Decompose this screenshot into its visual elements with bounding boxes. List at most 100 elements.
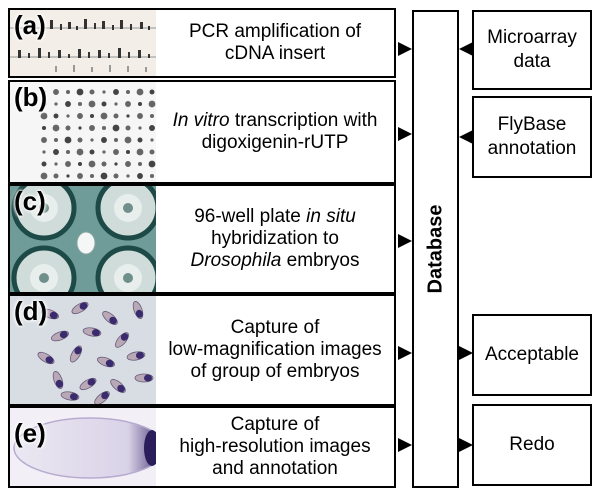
step-b-line-1: In vitro transcription with: [173, 110, 378, 132]
blot-dot: [89, 125, 95, 131]
blot-dot: [137, 173, 143, 179]
blot-dot: [114, 162, 118, 166]
blot-dot: [40, 112, 48, 120]
blot-dot: [77, 137, 83, 143]
blot-dot: [89, 89, 95, 95]
blot-dot: [53, 173, 59, 179]
embryo: [37, 351, 55, 365]
blot-dot: [137, 113, 143, 119]
step-e-line-2: high-resolution images: [179, 436, 371, 457]
step-e-box: (e) Capture of high-resolution images an…: [8, 406, 396, 488]
sequencing-trace-image: (a): [10, 10, 156, 76]
blot-dot: [88, 160, 96, 168]
blot-dot: [76, 148, 84, 156]
step-d-line-2: low-magnification images: [168, 339, 382, 360]
blot-dot: [78, 126, 82, 130]
arrow-d-to-database: [398, 346, 412, 360]
embryo: [126, 351, 146, 361]
blot-dot: [126, 114, 130, 118]
blot-dot: [65, 149, 71, 155]
embryo: [115, 332, 129, 348]
blot-dot: [126, 174, 130, 178]
step-e-letter: (e): [14, 418, 46, 448]
blot-dot: [113, 113, 119, 119]
embryo: [79, 377, 97, 391]
blot-dot: [54, 102, 58, 106]
blot-dot: [136, 148, 144, 156]
blot-dot: [89, 149, 95, 155]
blot-dot: [100, 112, 108, 120]
microarray-data-box: Microarray data: [472, 10, 592, 90]
arrow-database-to-redo: [459, 438, 473, 452]
step-e-text: Capture of high-resolution images and an…: [156, 408, 394, 486]
blot-dot: [41, 137, 47, 143]
blot-dot: [77, 113, 83, 119]
blot-dot: [90, 138, 94, 142]
blot-dot: [150, 138, 154, 142]
blot-dot: [125, 101, 131, 107]
blot-dot: [65, 89, 71, 95]
blot-dot: [77, 173, 83, 179]
step-b-text: In vitro transcription with digoxigenin-…: [156, 82, 394, 182]
step-c-line-3: Drosophila embryos: [191, 250, 360, 272]
redo-label: Redo: [509, 434, 555, 455]
step-d-line-3: of group of embryos: [190, 361, 360, 382]
embryo: [69, 345, 83, 363]
blot-dot: [53, 113, 59, 119]
blot-dot: [136, 88, 144, 96]
embryo: [82, 327, 102, 337]
step-d-line-1: Capture of: [230, 317, 320, 338]
blot-dot: [53, 137, 59, 143]
blot-dot: [114, 102, 118, 106]
blot-dot: [89, 173, 95, 179]
acceptable-label: Acceptable: [484, 344, 579, 365]
blot-dot: [66, 114, 70, 118]
blot-dot: [65, 101, 71, 107]
blot-dot: [101, 125, 107, 131]
microarray-line-2: data: [513, 51, 551, 72]
blot-dot: [41, 161, 47, 167]
arrow-microarray-to-database: [459, 42, 473, 56]
step-b-line-2: digoxigenin-rUTP: [201, 132, 349, 153]
blot-dot: [42, 90, 46, 94]
step-d-letter: (d): [14, 296, 48, 326]
embryo: [60, 391, 80, 401]
step-a-letter: (a): [14, 10, 46, 40]
blot-dot: [125, 89, 131, 95]
blot-dot: [137, 137, 143, 143]
embryo: [102, 311, 118, 325]
embryo: [110, 379, 126, 393]
arrow-database-to-acceptable: [459, 346, 473, 360]
blot-dot: [137, 161, 143, 167]
step-c-text: 96-well plate in situ hybridization to D…: [156, 186, 394, 292]
step-c-line-3-rest: embryos: [281, 250, 360, 271]
blot-dot: [149, 89, 155, 95]
blot-dot: [77, 101, 83, 107]
database-label: Database: [424, 204, 446, 294]
embryo: [134, 373, 154, 383]
blot-dot: [138, 126, 142, 130]
embryo: [51, 330, 69, 342]
blot-dot: [89, 113, 95, 119]
database-box: Database: [412, 10, 459, 488]
step-b-italic: In vitro: [172, 110, 230, 131]
flybase-line-2: annotation: [487, 138, 577, 159]
arrow-b-to-database: [398, 127, 412, 141]
step-c-italic: in situ: [306, 206, 356, 227]
embryo: [132, 301, 144, 319]
arrow-flybase-to-database: [459, 130, 473, 144]
step-e-line-1: Capture of: [230, 414, 320, 435]
step-b-line-1-rest: transcription with: [229, 110, 378, 131]
step-d-text: Capture of low-magnification images of g…: [156, 296, 394, 404]
blot-dot: [125, 149, 131, 155]
blot-dot: [76, 88, 84, 96]
step-b-box: (b) In vitro transcription with digoxige…: [8, 80, 396, 184]
blot-dot: [124, 136, 132, 144]
blot-dot: [149, 113, 155, 119]
step-c-letter: (c): [14, 186, 46, 216]
microarray-line-1: Microarray: [487, 27, 577, 48]
blot-dot: [66, 174, 70, 178]
embryo-group-image: (d): [10, 296, 156, 404]
blot-dot: [149, 173, 155, 179]
flybase-annotation-box: FlyBase annotation: [472, 96, 592, 178]
